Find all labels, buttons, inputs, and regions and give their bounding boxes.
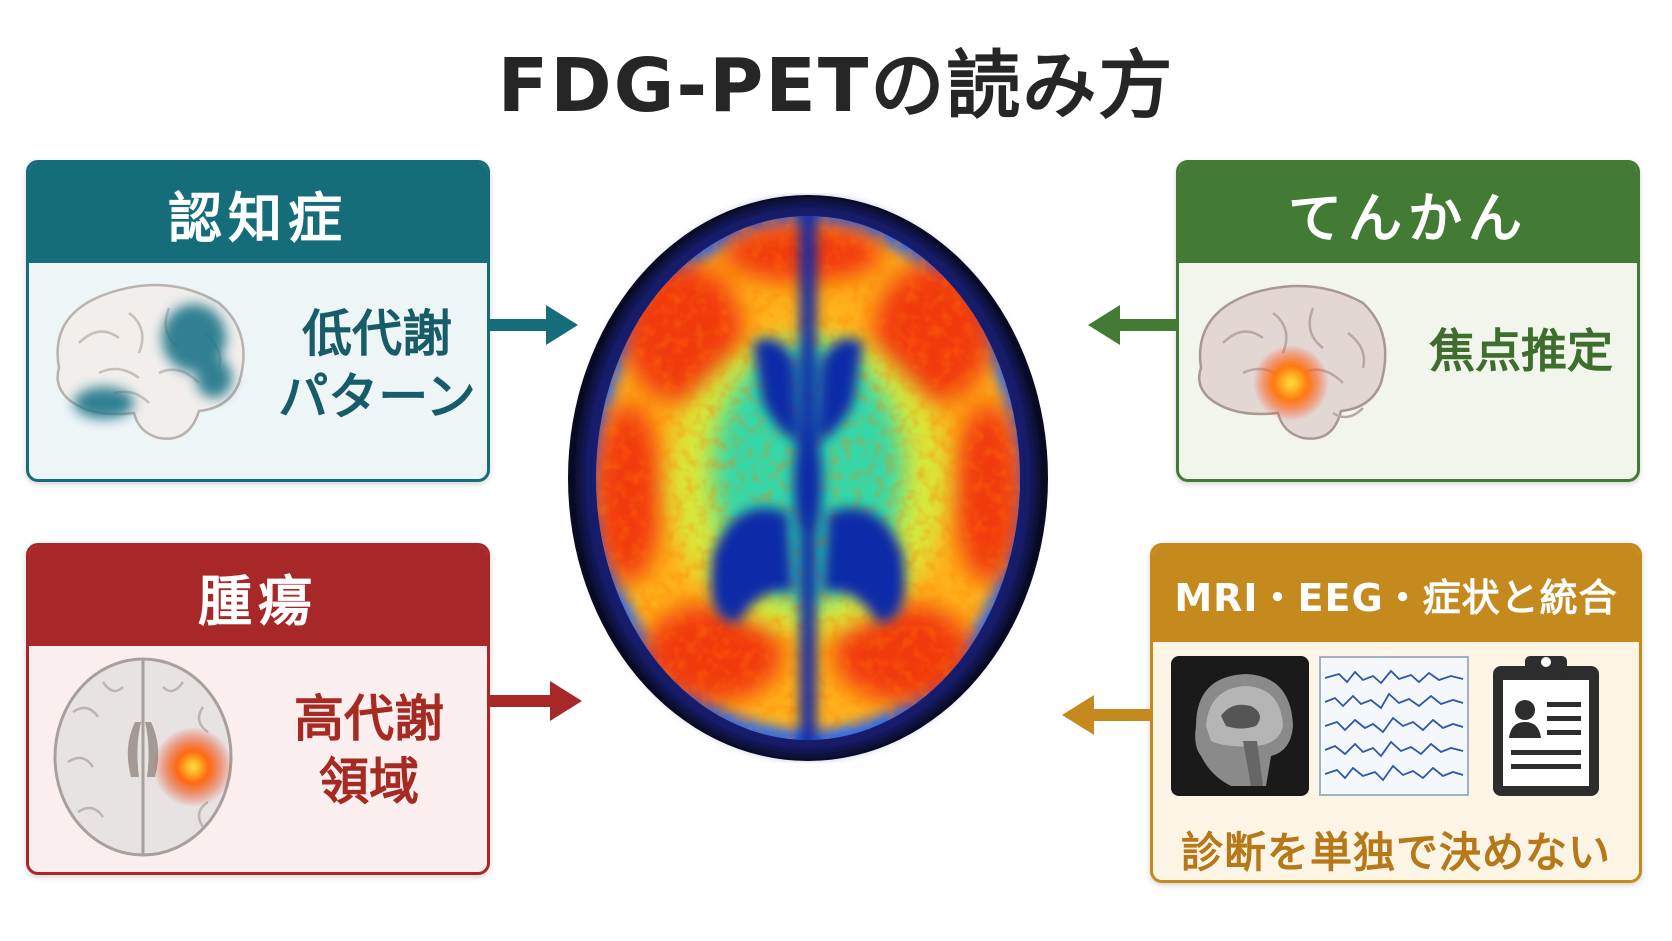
integrate-heading: MRI・EEG・症状と統合 [1153, 546, 1639, 642]
dementia-line2: パターン [278, 367, 476, 426]
arrow-epilepsy-icon [1088, 305, 1176, 345]
epilepsy-panel: てんかん 焦点推定 [1176, 160, 1640, 482]
dementia-heading: 認知症 [29, 163, 487, 263]
brain-hypometabolism-icon [56, 283, 245, 440]
arrow-integrate-icon [1062, 695, 1152, 735]
dementia-line1: 低代謝 [302, 305, 452, 363]
mri-sagittal-icon [1171, 656, 1309, 796]
clipboard-patient-icon [1493, 656, 1599, 796]
pet-brain-scan [568, 195, 1048, 761]
epilepsy-heading: てんかん [1179, 163, 1637, 263]
epilepsy-text: 焦点推定 [1429, 324, 1613, 378]
tumor-line2: 領域 [319, 752, 419, 811]
dementia-panel: 認知症 低代謝 パターン [26, 160, 490, 482]
brain-axial-tumor-icon [53, 657, 233, 857]
integrate-text: 診断を単独で決めない [1180, 828, 1611, 877]
arrow-dementia-icon [490, 305, 578, 345]
integrate-panel: MRI・EEG・症状と統合 [1150, 543, 1642, 883]
brain-focus-icon [1198, 284, 1387, 440]
tumor-panel: 腫瘍 高代謝 領域 [26, 543, 490, 875]
page-title: FDG-PETの読み方 [497, 43, 1175, 129]
eeg-trace-icon [1319, 656, 1469, 796]
arrow-tumor-icon [490, 681, 582, 721]
tumor-heading: 腫瘍 [29, 546, 487, 646]
tumor-line1: 高代謝 [294, 690, 444, 748]
